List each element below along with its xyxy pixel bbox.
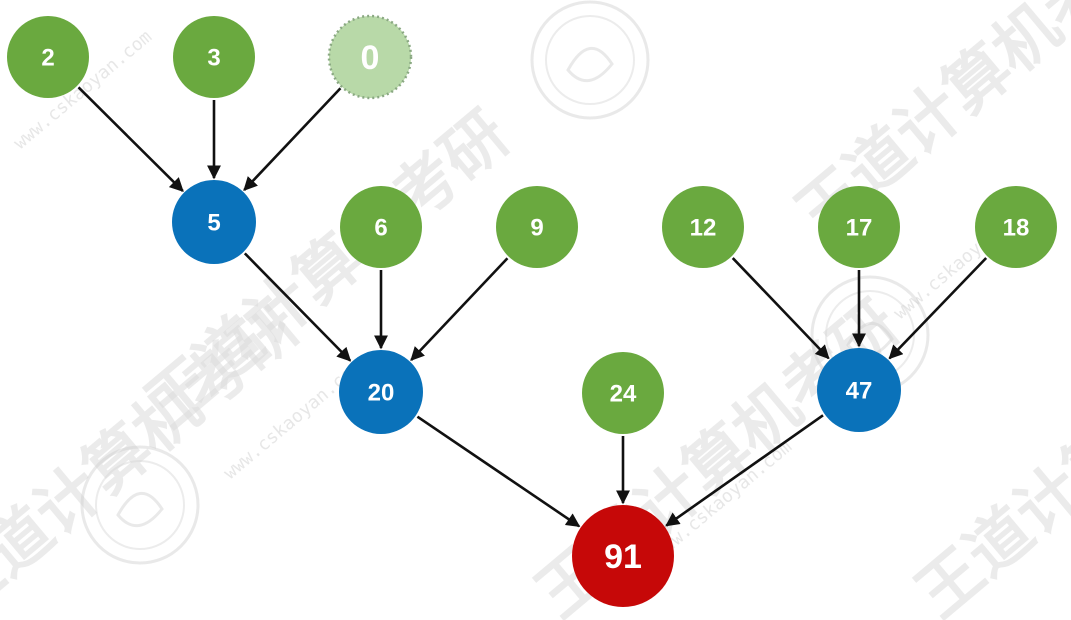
node-label: 12 [690,215,717,242]
tree-node-12: 12 [662,186,744,268]
node-circle [173,16,255,98]
tree-node-5: 5 [172,180,256,264]
node-label: 18 [1003,215,1030,242]
node-label: 20 [368,380,395,407]
node-label: 17 [846,215,873,242]
node-label: 3 [207,45,220,72]
node-circle [340,186,422,268]
edge-n9-to-n20 [410,257,509,362]
node-label: 9 [530,215,543,242]
tree-node-91: 91 [572,505,674,607]
node-circle [975,186,1057,268]
edge-n12-to-n47 [731,257,830,360]
node-label: 24 [610,381,637,408]
edge-n2-to-n5 [77,86,184,192]
tree-node-6: 6 [340,186,422,268]
node-circle [818,186,900,268]
node-circle [572,505,674,607]
node-circle [817,348,901,432]
node-circle [7,16,89,98]
watermark-seal-icon [530,0,650,120]
tree-node-24: 24 [582,352,664,434]
edge-n0-to-n5 [243,87,342,192]
node-circle [339,350,423,434]
nodes: 2 3 0 5 6 9 12 17 18 20 24 47 91 [7,14,1057,607]
node-circle [327,14,413,100]
tree-node-20: 20 [339,350,423,434]
node-circle [582,352,664,434]
node-label: 0 [361,39,380,77]
node-label: 5 [207,210,220,237]
tree-node-3: 3 [173,16,255,98]
node-circle [662,186,744,268]
node-label: 91 [604,538,642,576]
edge-n47-to-n91 [665,414,824,527]
edge-n20-to-n91 [416,415,581,528]
tree-node-0: 0 [327,14,413,100]
node-label: 2 [41,45,54,72]
edge-n18-to-n47 [888,257,988,360]
tree-node-47: 47 [817,348,901,432]
tree-node-18: 18 [975,186,1057,268]
node-circle [172,180,256,264]
edge-n5-to-n20 [243,252,352,362]
edges [77,86,988,528]
tree-node-2: 2 [7,16,89,98]
watermark-seal-icon [80,445,200,565]
tree-node-9: 9 [496,186,578,268]
tree-node-17: 17 [818,186,900,268]
node-circle [496,186,578,268]
node-label: 6 [374,215,387,242]
node-label: 47 [846,378,873,405]
